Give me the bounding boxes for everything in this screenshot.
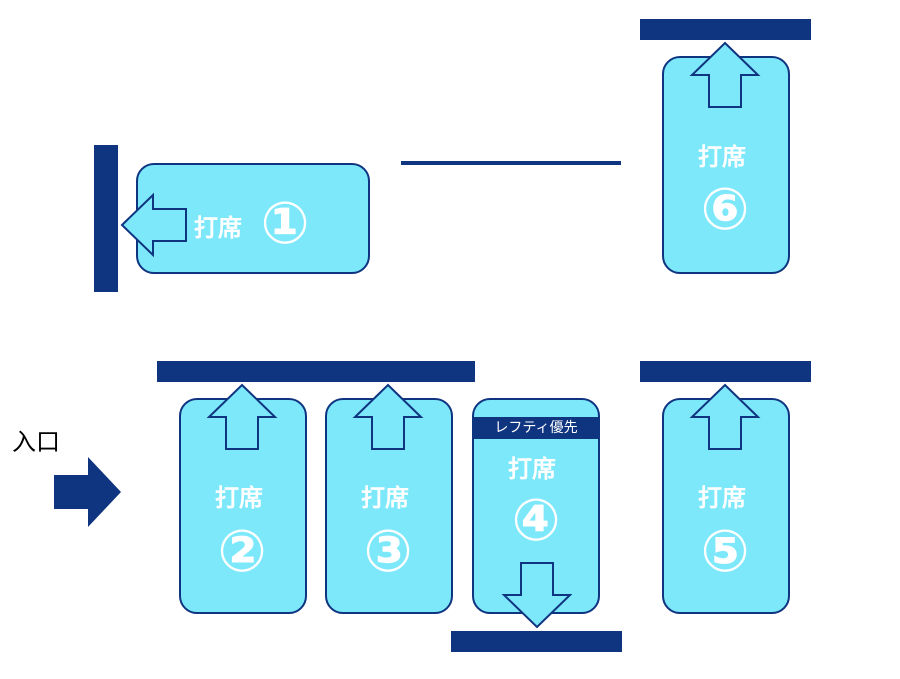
booth-2-number: ② [217, 517, 267, 585]
booth-3-number: ③ [363, 517, 413, 585]
lefty-priority-badge: レフティ優先 [474, 417, 598, 439]
entrance-label: 入口 [12, 428, 60, 456]
booth-1-number: ① [260, 189, 310, 257]
arrow-up-icon [689, 41, 761, 108]
arrow-down-icon [501, 562, 573, 629]
booth-3-label: 打席 [361, 484, 409, 512]
booth-6-label: 打席 [698, 143, 746, 171]
arrow-up-icon [689, 383, 761, 450]
booth-6-number: ⑥ [700, 175, 750, 243]
wall-booth-5 [640, 361, 811, 382]
arrow-left-icon [120, 192, 187, 258]
booth-3 [325, 398, 453, 614]
wall-booth-1 [94, 145, 118, 292]
wall-booth-6 [640, 19, 811, 40]
booth-5-number: ⑤ [700, 517, 750, 585]
booth-4-number: ④ [511, 486, 561, 554]
wall-booths-2-3 [157, 361, 475, 382]
booth-4-label: 打席 [508, 455, 556, 483]
arrow-up-icon [352, 383, 424, 450]
arrow-up-icon [206, 383, 278, 450]
booth-2-label: 打席 [215, 484, 263, 512]
booth-5-label: 打席 [698, 484, 746, 512]
divider-line [401, 161, 621, 165]
booth-1-label: 打席 [194, 214, 242, 242]
wall-booth-4 [451, 631, 622, 652]
entrance-arrow-icon [54, 457, 121, 527]
